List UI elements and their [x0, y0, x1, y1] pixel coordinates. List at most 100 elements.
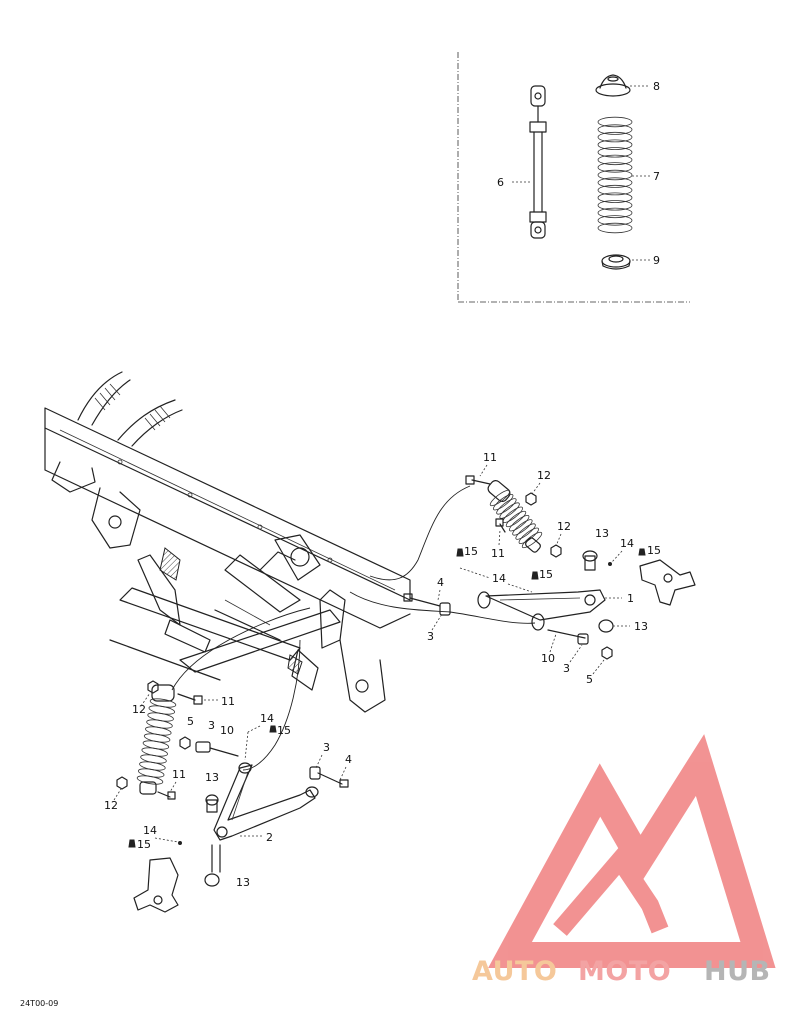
assembly-leader-curve-mid — [349, 591, 536, 624]
nut-12-left-lower — [116, 776, 128, 790]
callout-l4: 4 — [345, 753, 352, 766]
bolt-10-right — [547, 629, 589, 645]
shock-absorber-left — [136, 684, 177, 795]
inset-frame — [457, 52, 690, 303]
spring-coil-turn — [505, 510, 527, 528]
spring-coil-turn — [597, 139, 633, 150]
assembly-leader-curve-left2 — [242, 639, 301, 771]
spring-coil-turn — [509, 515, 530, 532]
nut-12-right-lower — [550, 544, 562, 558]
spring-coil-turn — [521, 531, 543, 549]
callout-l11: 11 — [221, 695, 235, 708]
bushing-3-right — [439, 602, 451, 616]
spring-coil-turn — [597, 177, 633, 188]
inset-shock-absorber — [529, 85, 547, 239]
spring-coil-turn — [512, 519, 533, 536]
spring-coil-turn — [141, 747, 168, 757]
bolt-11-right-lower — [495, 518, 506, 533]
inset-spring-retainer — [595, 74, 631, 97]
bushing-3-left-rear — [309, 766, 321, 780]
callout-l14b: 14 — [143, 824, 157, 837]
spring-coil-turn — [489, 489, 511, 507]
spring-coil-turn — [146, 719, 173, 729]
nut-12-left — [147, 680, 159, 694]
logo-word-hub: HUB — [704, 956, 771, 987]
assembly-leader-curve-left — [171, 607, 311, 691]
callout-8: 8 — [653, 80, 660, 93]
spring-coil-turn — [143, 733, 171, 743]
spring-coil-turn — [145, 726, 172, 736]
callout-l13b: 13 — [236, 876, 250, 889]
callout-6: 6 — [497, 176, 504, 189]
callout-14b: 14 — [492, 572, 506, 585]
callout-15c: 15 — [647, 544, 661, 557]
spring-coil-turn — [142, 740, 170, 750]
callout-l12b: 12 — [104, 799, 118, 812]
steering-knuckle-right — [639, 559, 696, 606]
nut-12-right — [525, 492, 537, 506]
logo-word-auto: AUTO — [472, 956, 557, 987]
callout-15a: 15 — [464, 545, 478, 558]
callout-11b: 11 — [491, 547, 505, 560]
callout-12: 12 — [537, 469, 551, 482]
bolt-10-left — [209, 747, 239, 757]
cotter-pin-15-left-lower — [128, 839, 136, 848]
spring-coil-turn — [597, 154, 633, 166]
callout-4: 4 — [437, 576, 444, 589]
callout-3: 3 — [427, 630, 434, 643]
callout-13b: 13 — [634, 620, 648, 633]
spring-coil-turn — [139, 761, 166, 771]
ball-joint-upper-right — [582, 550, 598, 571]
bolt-4-right — [403, 593, 441, 607]
spring-coil-turn — [493, 494, 514, 511]
spring-coil-turn — [518, 527, 539, 544]
a-arm-upper-right — [477, 589, 606, 631]
callout-11: 11 — [483, 451, 497, 464]
callout-15b: 15 — [539, 568, 553, 581]
cotter-pin-15-left — [456, 548, 464, 557]
bolt-11-left — [177, 693, 203, 705]
inset-spring-seat — [601, 254, 631, 270]
callout-l11b: 11 — [172, 768, 186, 781]
figure-code: 24T00-09 — [20, 999, 58, 1008]
assembly-leader-curve-upper — [369, 485, 471, 581]
callout-10: 10 — [541, 652, 555, 665]
nut-5-right — [601, 646, 613, 660]
callout-1: 1 — [627, 592, 634, 605]
callout-14: 14 — [620, 537, 634, 550]
callout-l2: 2 — [266, 831, 273, 844]
inset-coil-spring — [597, 116, 633, 234]
automotohub-logo — [488, 734, 776, 968]
spring-coil-turn — [597, 131, 633, 143]
spring-coil-turn — [499, 502, 520, 519]
spring-coil-turn — [597, 222, 633, 234]
cotter-pin-15-mid — [531, 571, 539, 580]
chassis-frame — [44, 371, 411, 713]
logo-word-moto: MOTO — [578, 956, 671, 987]
spring-coil-turn — [597, 162, 633, 173]
a-arm-lower-left — [213, 762, 319, 841]
spring-coil-turn — [597, 169, 633, 181]
spring-coil-turn — [597, 147, 633, 158]
spring-coil-turn — [502, 506, 523, 523]
callout-13: 13 — [595, 527, 609, 540]
callout-l3b: 3 — [323, 741, 330, 754]
spring-coil-turn — [597, 124, 633, 135]
steering-knuckle-left — [133, 857, 179, 913]
bolt-4-left — [317, 772, 349, 788]
callout-5: 5 — [586, 673, 593, 686]
callout-l15: 15 — [277, 724, 291, 737]
callout-l5: 5 — [187, 715, 194, 728]
spring-coil-turn — [136, 775, 164, 785]
spring-coil-turn — [597, 215, 633, 226]
bolt-11-right — [465, 475, 491, 485]
callout-l15b: 15 — [137, 838, 151, 851]
bushing-3-left — [195, 741, 211, 753]
spring-coil-turn — [496, 498, 517, 515]
callout-l10: 10 — [220, 724, 234, 737]
callout-9: 9 — [653, 254, 660, 267]
spring-coil-turn — [140, 754, 167, 764]
spring-coil-turn — [597, 207, 633, 219]
nut-5-left — [179, 736, 191, 750]
